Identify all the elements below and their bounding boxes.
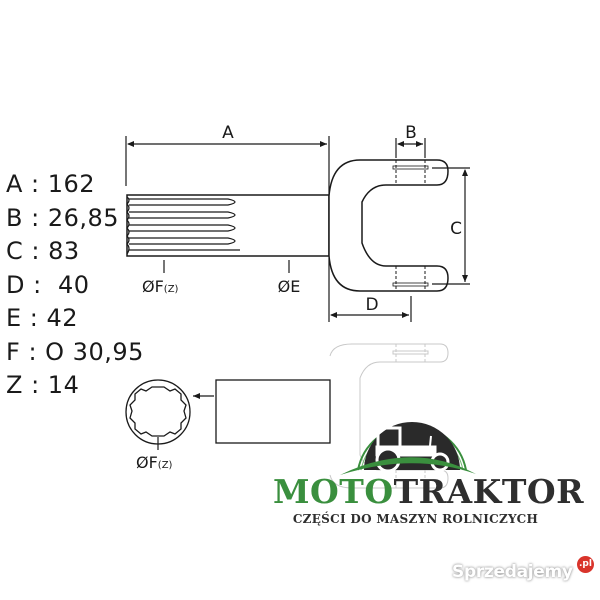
tractor-logo-icon [340,422,476,475]
dimension-d [328,258,412,322]
spec-row-a: A : 162 [6,170,96,198]
brand-name-moto: MOTO [273,472,394,511]
brand-logo-text: MOTOTRAKTOR [273,472,584,512]
dimension-c [432,167,470,285]
spec-list: A : 162 B : 26,85 C : 83 D : 40 E : 42 F… [6,168,144,403]
spec-row-e: E : 42 [6,304,79,332]
yoke [328,159,449,292]
spec-row-f: F : O 30,95 [6,337,144,366]
shaft-section-view [215,379,331,444]
label-section-diameter-f: ØF(Z) [136,453,173,472]
label-diameter-f: ØF(Z) [142,277,179,296]
dimension-b [395,138,426,158]
sprzedajemy-badge-icon: .pl [577,556,594,573]
spec-row-d: D : 40 [6,270,90,299]
label-diameter-e: ØE [278,277,301,296]
label-a: A [222,123,234,143]
spec-row-c: C : 83 [6,237,80,265]
splines [126,196,240,255]
dimension-a [125,136,330,196]
spline-cross-section [125,379,191,445]
yoke-ghost [329,343,449,489]
yoke-holes [395,160,426,291]
sprzedajemy-watermark: Sprzedajemy [452,562,573,582]
spec-row-z: Z : 14 [6,371,80,399]
spec-row-b: B : 26,85 [6,203,120,232]
label-c: C [450,219,462,239]
label-d: D [365,295,378,315]
label-b: B [405,123,417,143]
brand-tagline: CZĘŚCI DO MASZYN ROLNICZYCH [292,512,539,526]
brand-name-traktor: TRAKTOR [393,472,585,511]
